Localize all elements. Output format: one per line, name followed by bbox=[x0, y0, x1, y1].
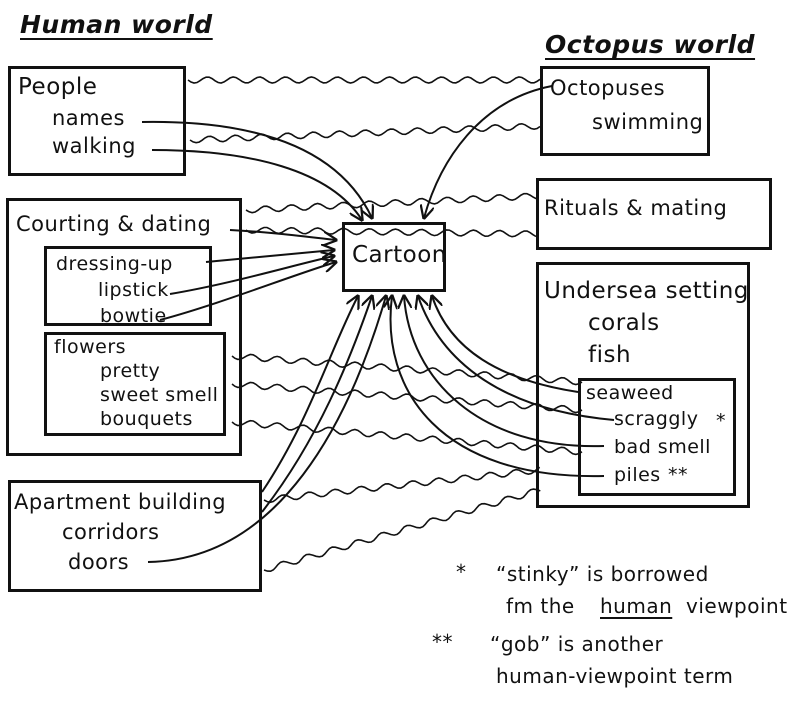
wavy-mapping-lines bbox=[187, 76, 583, 573]
arrow-lines bbox=[141, 85, 615, 563]
wavy-line-4 bbox=[231, 353, 583, 386]
courting-box bbox=[6, 198, 242, 456]
octopuses-box bbox=[540, 66, 710, 156]
arrow-13 bbox=[391, 296, 605, 478]
seaweed-mark-single: * bbox=[716, 410, 726, 432]
footnote-1-marker: * bbox=[456, 560, 467, 584]
arrow-2 bbox=[229, 229, 336, 240]
dressing-item-lipstick: lipstick bbox=[98, 279, 169, 301]
octopus-world-header: Octopus world bbox=[545, 30, 756, 59]
footnote-1-line-2c: viewpoint bbox=[686, 594, 788, 618]
flowers-item-sweet-smell: sweet smell bbox=[100, 384, 219, 406]
undersea-box bbox=[536, 262, 750, 508]
cartoon-label: Cartoon bbox=[352, 242, 447, 268]
seaweed-title: seaweed bbox=[586, 382, 674, 404]
flowers-item-bouquets: bouquets bbox=[100, 408, 193, 430]
octopuses-item-swimming: swimming bbox=[592, 110, 704, 134]
wavy-line-1 bbox=[189, 122, 541, 144]
arrow-12 bbox=[404, 296, 605, 448]
arrow-4 bbox=[169, 256, 334, 295]
arrow-8 bbox=[261, 296, 372, 513]
arrow-6 bbox=[424, 85, 553, 218]
seaweed-mark-double: ** bbox=[668, 464, 688, 486]
people-item-names: names bbox=[52, 106, 125, 130]
flowers-item-pretty: pretty bbox=[100, 360, 161, 382]
arrow-7 bbox=[261, 296, 358, 493]
footnote-1-line-2b: human bbox=[600, 594, 673, 618]
people-title: People bbox=[18, 74, 98, 100]
undersea-item-corals: corals bbox=[588, 310, 660, 336]
seaweed-item-bad-smell: bad smell bbox=[614, 436, 711, 458]
rituals-box bbox=[536, 178, 772, 250]
wavy-line-6 bbox=[231, 419, 583, 456]
apartment-title: Apartment building bbox=[14, 490, 227, 514]
footnote-2-marker: ** bbox=[432, 630, 453, 654]
octopuses-title: Octopuses bbox=[550, 76, 666, 100]
seaweed-box bbox=[578, 378, 736, 496]
footnote-1-line-2a: fm the bbox=[506, 594, 575, 618]
cartoon-box bbox=[342, 222, 446, 292]
wavy-line-3 bbox=[245, 226, 537, 238]
seaweed-item-scraggly: scraggly bbox=[614, 408, 699, 430]
footnote-2-line-1: “gob” is another bbox=[490, 632, 664, 656]
human-world-header: Human world bbox=[20, 10, 213, 39]
footnote-1-line-1: “stinky” is borrowed bbox=[496, 562, 709, 586]
arrow-9 bbox=[147, 296, 386, 563]
people-box bbox=[8, 66, 186, 176]
arrow-10 bbox=[432, 296, 579, 393]
arrow-11 bbox=[418, 296, 615, 421]
arrow-1 bbox=[151, 149, 362, 220]
dressing-item-dressing-up: dressing-up bbox=[56, 253, 173, 275]
footnote-2-line-2: human-viewpoint term bbox=[496, 664, 734, 688]
flowers-box bbox=[44, 332, 226, 436]
flowers-title: flowers bbox=[54, 336, 127, 358]
dressing-box bbox=[44, 246, 212, 326]
dressing-item-bowtie: bowtie bbox=[100, 305, 167, 327]
rituals-title: Rituals & mating bbox=[544, 196, 728, 220]
wavy-line-8 bbox=[263, 488, 541, 573]
seaweed-item-piles: piles bbox=[614, 464, 661, 486]
wavy-line-7 bbox=[263, 466, 541, 504]
wavy-line-5 bbox=[231, 381, 583, 414]
people-item-walking: walking bbox=[52, 134, 137, 158]
apartment-box bbox=[8, 480, 262, 592]
arrow-5 bbox=[159, 262, 336, 321]
apartment-item-corridors: corridors bbox=[62, 520, 160, 544]
apartment-item-doors: doors bbox=[68, 550, 130, 574]
arrow-3 bbox=[205, 250, 334, 263]
wavy-line-2 bbox=[245, 192, 537, 214]
undersea-title: Undersea setting bbox=[544, 278, 749, 304]
wavy-line-0 bbox=[187, 76, 541, 84]
undersea-item-fish: fish bbox=[588, 342, 632, 368]
courting-title: Courting & dating bbox=[16, 212, 212, 236]
